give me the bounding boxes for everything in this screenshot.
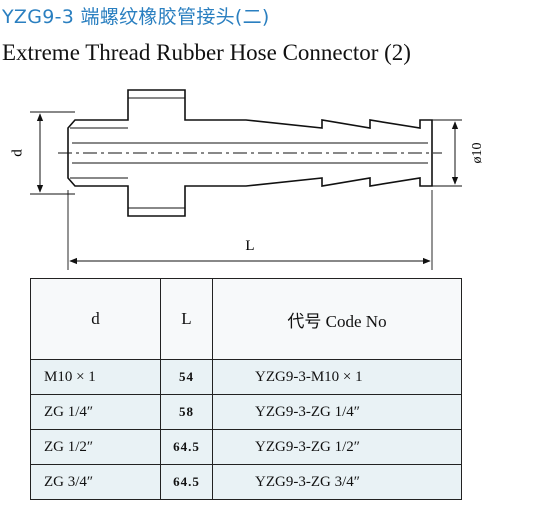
- table-row: ZG 1/4″ 58 YZG9-3-ZG 1/4″: [30, 394, 462, 430]
- cell-code: YZG9-3-ZG 1/2″: [212, 429, 462, 465]
- connector-outline: [67, 89, 433, 217]
- header-code: 代号 Code No: [212, 278, 462, 360]
- header-d: d: [30, 278, 161, 360]
- label-d: d: [9, 149, 25, 157]
- cell-code: YZG9-3-ZG 3/4″: [212, 464, 462, 500]
- table-header-row: d L 代号 Code No: [30, 278, 462, 360]
- cell-code: YZG9-3-M10 × 1: [212, 359, 462, 395]
- cell-d: ZG 1/4″: [30, 394, 161, 430]
- header-L: L: [160, 278, 213, 360]
- title-chinese: YZG9-3 端螺纹橡胶管接头(二): [2, 6, 270, 28]
- label-L: L: [245, 238, 254, 254]
- table-row: ZG 1/2″ 64.5 YZG9-3-ZG 1/2″: [30, 429, 462, 465]
- cell-L: 64.5: [160, 464, 213, 500]
- label-diameter: ø10: [470, 143, 485, 164]
- connector-drawing: d ø10 L: [9, 89, 485, 270]
- title-english: Extreme Thread Rubber Hose Connector (2): [2, 40, 411, 65]
- spec-table: d L 代号 Code No M10 × 1 54 YZG9-3-M10 × 1…: [30, 278, 462, 500]
- cell-d: M10 × 1: [30, 359, 161, 395]
- cell-d: ZG 3/4″: [30, 464, 161, 500]
- table-row: M10 × 1 54 YZG9-3-M10 × 1: [30, 359, 462, 395]
- cell-d: ZG 1/2″: [30, 429, 161, 465]
- table-row: ZG 3/4″ 64.5 YZG9-3-ZG 3/4″: [30, 464, 462, 500]
- cell-L: 54: [160, 359, 213, 395]
- cell-L: 64.5: [160, 429, 213, 465]
- cell-L: 58: [160, 394, 213, 430]
- cell-code: YZG9-3-ZG 1/4″: [212, 394, 462, 430]
